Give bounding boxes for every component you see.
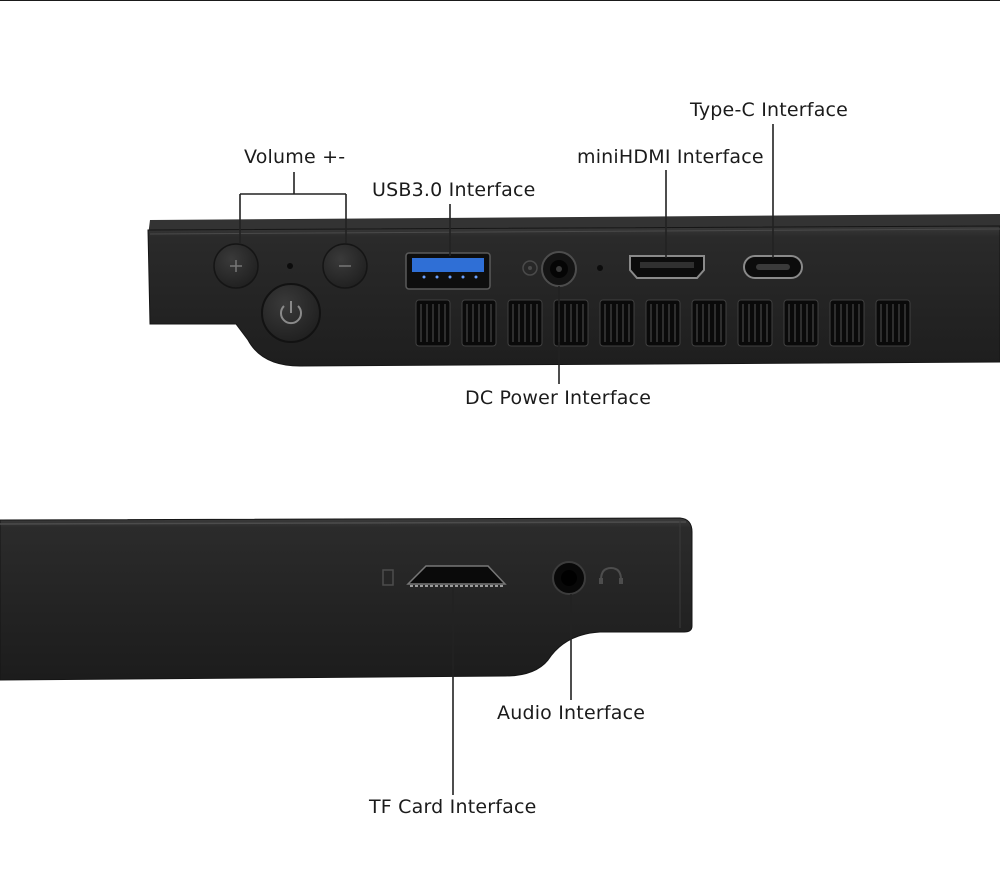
vent-slot (829, 299, 865, 347)
device-bottom-side (0, 517, 693, 681)
vent-slot (783, 299, 819, 347)
dc-power-port (541, 251, 577, 287)
indicator-dot (287, 263, 293, 269)
volume-up-button[interactable] (213, 243, 259, 289)
vent-slot (415, 299, 451, 347)
vent-slot (645, 299, 681, 347)
headphone-icon (599, 566, 623, 584)
label-usb3: USB3.0 Interface (372, 179, 536, 201)
vent-slot (507, 299, 543, 347)
label-minihdmi: miniHDMI Interface (577, 146, 764, 168)
tf-card-slot (406, 565, 507, 587)
top-border (0, 0, 1000, 1)
label-typec: Type-C Interface (690, 99, 849, 121)
dc-symbol-icon (522, 260, 538, 276)
audio-port (552, 561, 586, 595)
power-button[interactable] (261, 283, 321, 343)
volume-down-button[interactable] (322, 243, 368, 289)
vent-slot (691, 299, 727, 347)
vent-grilles (415, 299, 911, 347)
vent-slot (599, 299, 635, 347)
label-dc-power: DC Power Interface (465, 387, 652, 409)
usb3-port (405, 252, 491, 290)
plus-icon (230, 260, 242, 272)
vent-slot (737, 299, 773, 347)
power-icon (280, 301, 302, 325)
tf-card-icon (382, 569, 394, 586)
vent-slot (875, 299, 911, 347)
minihdmi-port (629, 255, 705, 279)
vent-slot (461, 299, 497, 347)
label-audio: Audio Interface (497, 702, 646, 724)
leader-lines (239, 124, 774, 795)
indicator-dot (597, 265, 603, 271)
typec-port (743, 255, 803, 279)
label-tf-card: TF Card Interface (369, 796, 537, 818)
label-volume: Volume +- (244, 146, 346, 168)
